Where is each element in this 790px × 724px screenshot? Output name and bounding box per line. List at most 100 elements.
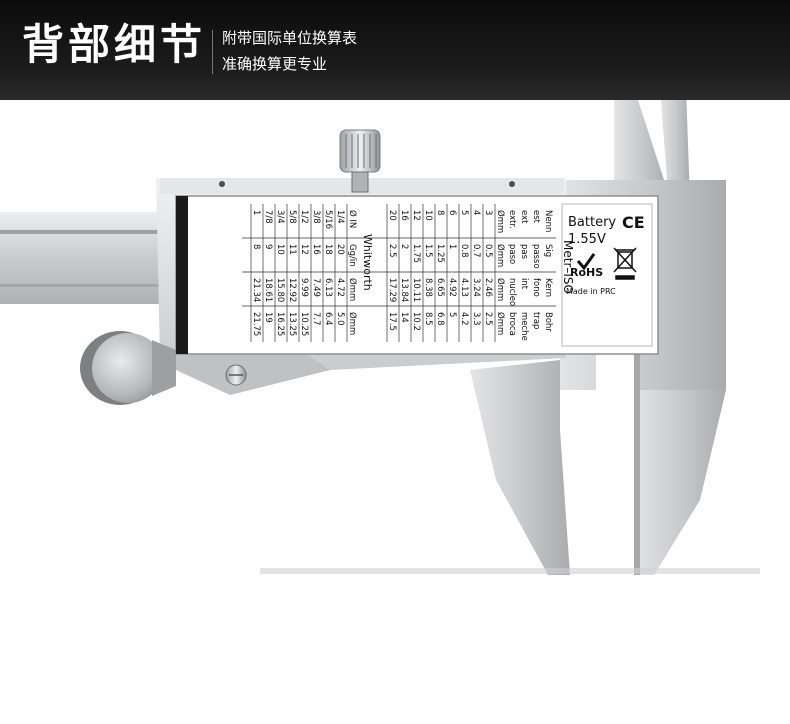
battery-text: Battery (568, 215, 616, 230)
made-in-text: Made in PRC (566, 287, 616, 296)
metric-header-cell: broca (507, 312, 517, 336)
whitworth-cell: 20 (335, 244, 345, 255)
metric-cell: 1.75 (411, 244, 421, 263)
metric-header-cell: nucleo (507, 278, 517, 306)
metric-cell: 8 (435, 210, 445, 215)
metric-header-cell: extr. (507, 210, 517, 229)
metric-header-cell: int (519, 278, 529, 290)
metric-cell: 0.8 (459, 244, 469, 258)
voltage-text: 1.55V (568, 232, 606, 247)
whitworth-cell: 6.4 (323, 312, 333, 326)
slider-rivet (219, 181, 225, 187)
whitworth-cell: 5/16 (323, 210, 333, 229)
whitworth-cell: 5/8 (287, 210, 297, 224)
whitworth-cell: 10 (275, 244, 285, 255)
metric-cell: 2.5 (387, 244, 397, 258)
header-banner: 背部细节 附带国际单位换算表 准确换算更专业 (0, 0, 790, 100)
slider-rivet (509, 181, 515, 187)
whitworth-table-title: Whitworth (361, 234, 374, 291)
whitworth-cell: 21.34 (251, 278, 261, 302)
page-title: 背部细节 (22, 20, 207, 69)
metric-cell: 3.3 (471, 312, 481, 326)
header-subtitle-2: 准确换算更专业 (222, 55, 328, 73)
whitworth-cell: 12 (299, 244, 309, 255)
whitworth-cell: 9.99 (299, 278, 309, 297)
metric-cell: 6 (447, 210, 457, 215)
metric-cell: 12 (411, 210, 421, 221)
metric-cell: 14 (399, 312, 409, 323)
metric-cell: 0.7 (471, 244, 481, 258)
header-subtitle-1: 附带国际单位换算表 (222, 29, 358, 47)
metric-cell: 4 (471, 210, 481, 215)
metric-header-cell: Ømm (495, 278, 506, 301)
rohs-check-icon (576, 253, 596, 271)
jaw-edge (634, 322, 640, 575)
whitworth-cell: 11 (287, 244, 297, 255)
rohs-text: RoHS (570, 266, 603, 279)
thumb-wheel-icon[interactable] (92, 333, 164, 403)
lock-screw-knurl (345, 134, 377, 168)
whitworth-cell: 7.7 (311, 312, 321, 326)
metric-cell: 6.65 (435, 278, 445, 297)
metric-cell: 10 (423, 210, 433, 221)
metric-cell: 2 (399, 244, 409, 249)
metric-cell: 10.11 (411, 278, 421, 302)
metric-cell: 8.5 (423, 312, 433, 326)
conversion-label: Battery 1.55V CE RoHS Made in PRC Metr–I… (175, 195, 659, 355)
metric-header-cell: Ømm (495, 312, 506, 335)
metric-header-cell: Nenn (543, 210, 553, 232)
whitworth-header-cell: Ø IN (347, 210, 358, 228)
metric-cell: 4.2 (459, 312, 469, 326)
battery-label (561, 203, 653, 347)
metric-header-cell: Bohr (543, 312, 553, 332)
metric-cell: 17.29 (387, 278, 397, 302)
metric-table-title: Metr–ISO (561, 240, 575, 294)
caliper-scene: Battery 1.55V CE RoHS Made in PRC Metr–I… (0, 88, 790, 720)
metric-cell: 0.5 (483, 244, 493, 258)
metric-header-cell: Ømm (495, 244, 506, 267)
lock-screw-shaft (351, 171, 369, 193)
whitworth-header-cell: Ømm (347, 312, 358, 335)
whitworth-header-cell: Gg/in (347, 244, 357, 267)
slider-thumb-rest (176, 350, 330, 395)
whitworth-cell: 10.25 (299, 312, 309, 336)
metric-cell: 17.5 (387, 312, 397, 331)
whitworth-cell: 18.61 (263, 278, 273, 302)
metric-cell: 5 (459, 210, 469, 215)
whitworth-cell: 8 (251, 244, 261, 249)
whitworth-cell: 6.13 (323, 278, 333, 297)
whitworth-cell: 7/8 (263, 210, 273, 224)
metric-cell: 20 (387, 210, 397, 221)
whitworth-cell: 1/2 (299, 210, 309, 224)
whitworth-cell: 16.25 (275, 312, 285, 336)
whitworth-cell: 4.72 (335, 278, 345, 297)
whitworth-header-cell: Ømm (347, 278, 358, 301)
whitworth-cell: 13.25 (287, 312, 297, 336)
metric-cell: 10.2 (411, 312, 421, 331)
header-divider (212, 30, 213, 74)
whitworth-cell: 7.49 (311, 278, 321, 297)
whitworth-cell: 9 (263, 244, 273, 249)
metric-header-cell: pas (519, 244, 529, 260)
whitworth-cell: 16 (311, 244, 321, 255)
metric-cell: 8.38 (423, 278, 433, 297)
lower-fixed-jaw (634, 322, 726, 575)
whitworth-cell: 15.80 (275, 278, 285, 302)
conversion-tables: Metr–ISONennSigKernBohrestpassofonotrape… (242, 204, 575, 342)
metric-cell: 3.24 (471, 278, 481, 297)
whitworth-cell: 5.0 (335, 312, 345, 326)
metric-cell: 1 (447, 244, 457, 249)
whitworth-cell: 1 (251, 210, 261, 215)
metric-cell: 1.5 (423, 244, 433, 258)
ce-mark-icon: CE (622, 213, 645, 232)
metric-cell: 3 (483, 210, 493, 215)
metric-header-cell: trap (531, 312, 541, 329)
whitworth-cell: 1/4 (335, 210, 345, 224)
lower-sliding-jaw (470, 360, 570, 575)
metric-cell: 16 (399, 210, 409, 221)
label-edge (176, 196, 188, 354)
whitworth-cell: 21.75 (251, 312, 261, 336)
whitworth-cell: 19 (263, 312, 273, 323)
metric-header-cell: meche (519, 312, 529, 341)
thumb-wheel-axle (152, 340, 176, 396)
